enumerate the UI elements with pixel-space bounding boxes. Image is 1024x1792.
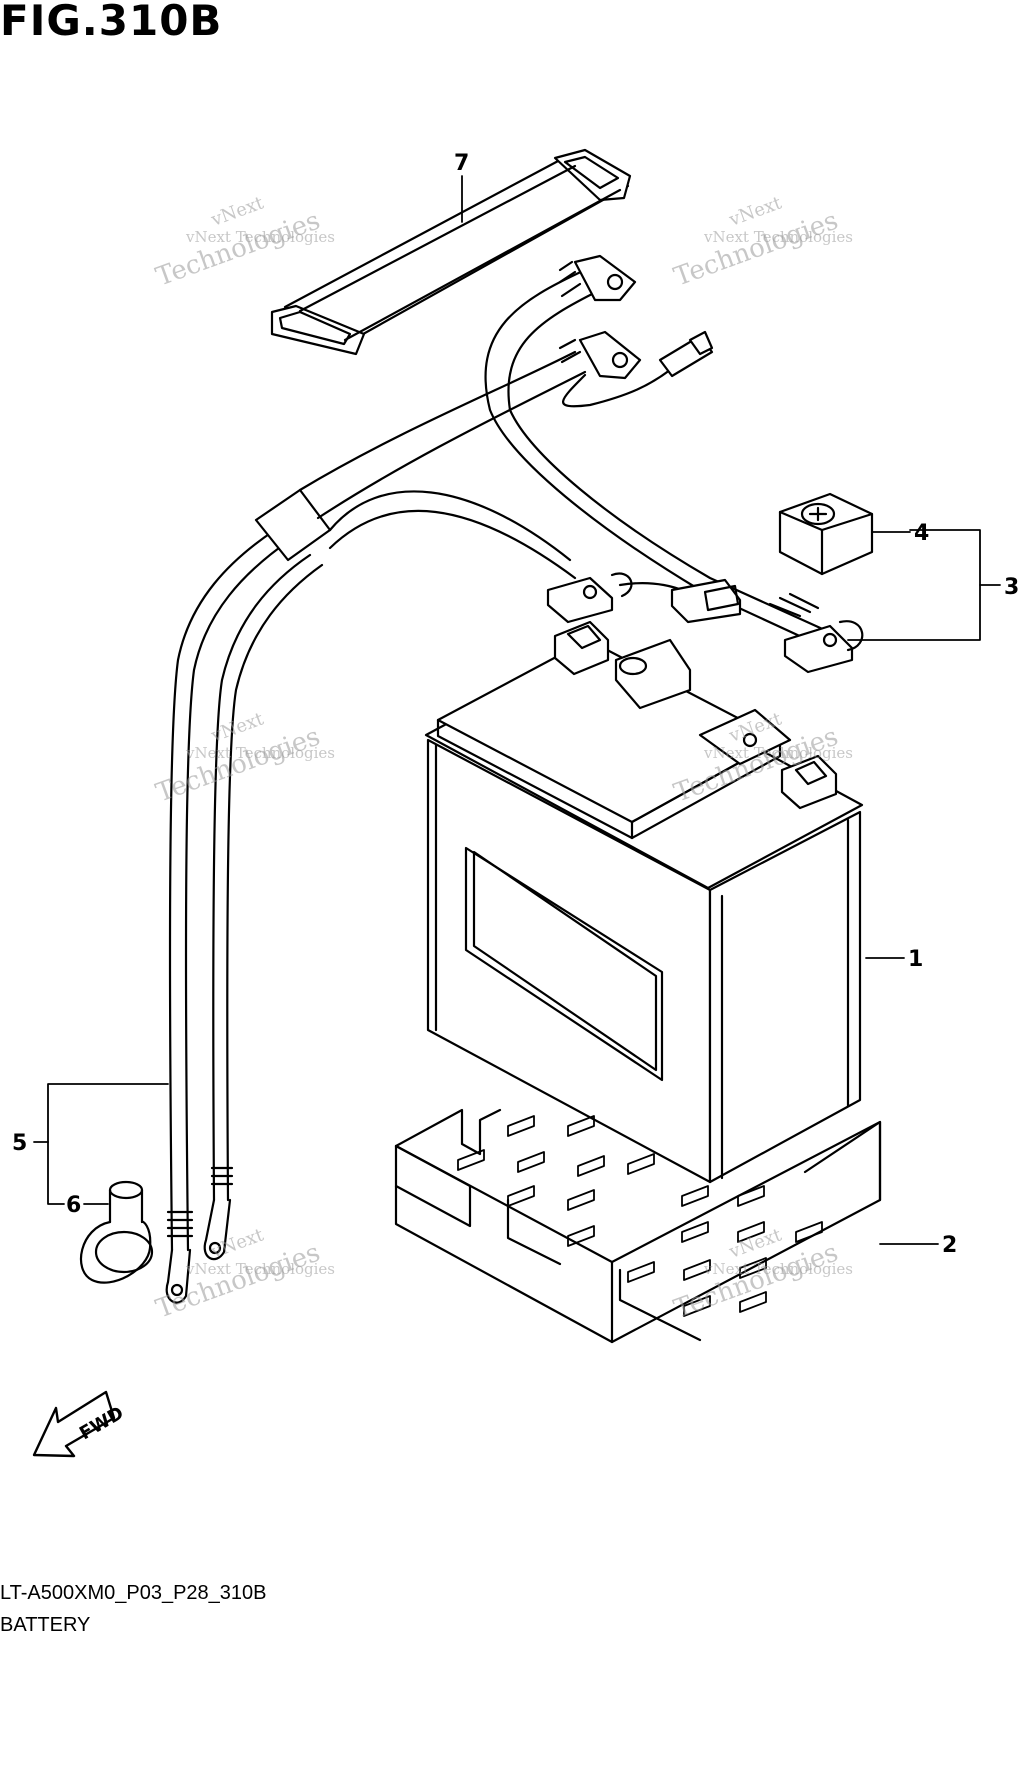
callout-5: 5 — [12, 1131, 27, 1156]
leader-lines — [33, 175, 1001, 1245]
middle-terminal-connector — [546, 572, 742, 624]
watermark-upper-right: vNext vNext Technologies Technologies — [670, 192, 853, 292]
svg-text:vNext Technologies: vNext Technologies — [185, 744, 335, 762]
forward-arrow-icon — [32, 1390, 116, 1458]
battery-strap — [270, 148, 632, 356]
watermark-lower-left: vNext vNext Technologies Technologies — [152, 1224, 335, 1324]
figure-title: FIG.310B — [0, 0, 223, 45]
svg-text:vNext Technologies: vNext Technologies — [703, 1260, 853, 1278]
callout-1: 1 — [908, 947, 923, 972]
battery-tray — [394, 1108, 882, 1344]
diagram-name: BATTERY — [0, 1614, 91, 1636]
callout-7: 7 — [454, 151, 469, 176]
battery — [424, 620, 864, 1184]
callout-3: 3 — [1004, 575, 1019, 600]
positive-terminal — [768, 592, 864, 674]
callout-2: 2 — [942, 1233, 957, 1258]
terminal-cover — [778, 492, 874, 576]
svg-text:vNext Technologies: vNext Technologies — [703, 228, 853, 246]
cable-boot — [79, 1180, 154, 1284]
diagram-code: LT-A500XM0_P03_P28_310B — [0, 1582, 267, 1604]
watermark-middle-left: vNext vNext Technologies Technologies — [152, 708, 335, 808]
svg-text:vNext Technologies: vNext Technologies — [185, 1260, 335, 1278]
svg-text:vNext Technologies: vNext Technologies — [185, 228, 335, 246]
callout-6: 6 — [66, 1193, 81, 1218]
callout-4: 4 — [914, 521, 929, 546]
battery-cable-harness — [165, 350, 587, 1304]
watermark-upper-left: vNext vNext Technologies Technologies — [152, 192, 335, 292]
upper-terminal-cables — [484, 254, 840, 652]
svg-text:vNext Technologies: vNext Technologies — [703, 744, 853, 762]
